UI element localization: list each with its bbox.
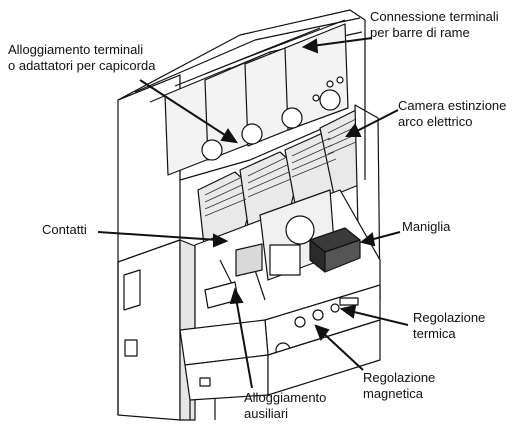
label-alloggiamento-ausiliari: Alloggiamento ausiliari	[244, 390, 327, 421]
arrow-alloggiamento-terminali	[139, 79, 239, 144]
handle	[309, 227, 361, 273]
terminal-housing	[117, 9, 366, 181]
label-camera-estinzione: Camera estinzione arco elettrico	[398, 98, 507, 129]
arrow-maniglia	[359, 231, 401, 247]
arrow-alloggiamento-ausiliari	[229, 287, 253, 389]
arrow-regolazione-termica	[339, 304, 409, 326]
label-regolazione-magnetica: Regolazione magnetica	[363, 370, 436, 401]
label-maniglia: Maniglia	[402, 219, 451, 234]
arrow-connessione	[301, 37, 373, 54]
arrow-regolazione-magnetica	[314, 324, 364, 371]
arrow-camera	[345, 109, 399, 137]
label-alloggiamento-terminali: Alloggiamento terminali o adattatori per…	[8, 42, 156, 73]
label-contatti: Contatti	[42, 222, 87, 237]
label-connessione-terminali: Connessione terminali per barre di rame	[370, 9, 499, 40]
label-regolazione-termica: Regolazione termica	[413, 310, 486, 341]
arrow-contatti	[97, 231, 229, 248]
callout-arrows	[97, 37, 409, 389]
